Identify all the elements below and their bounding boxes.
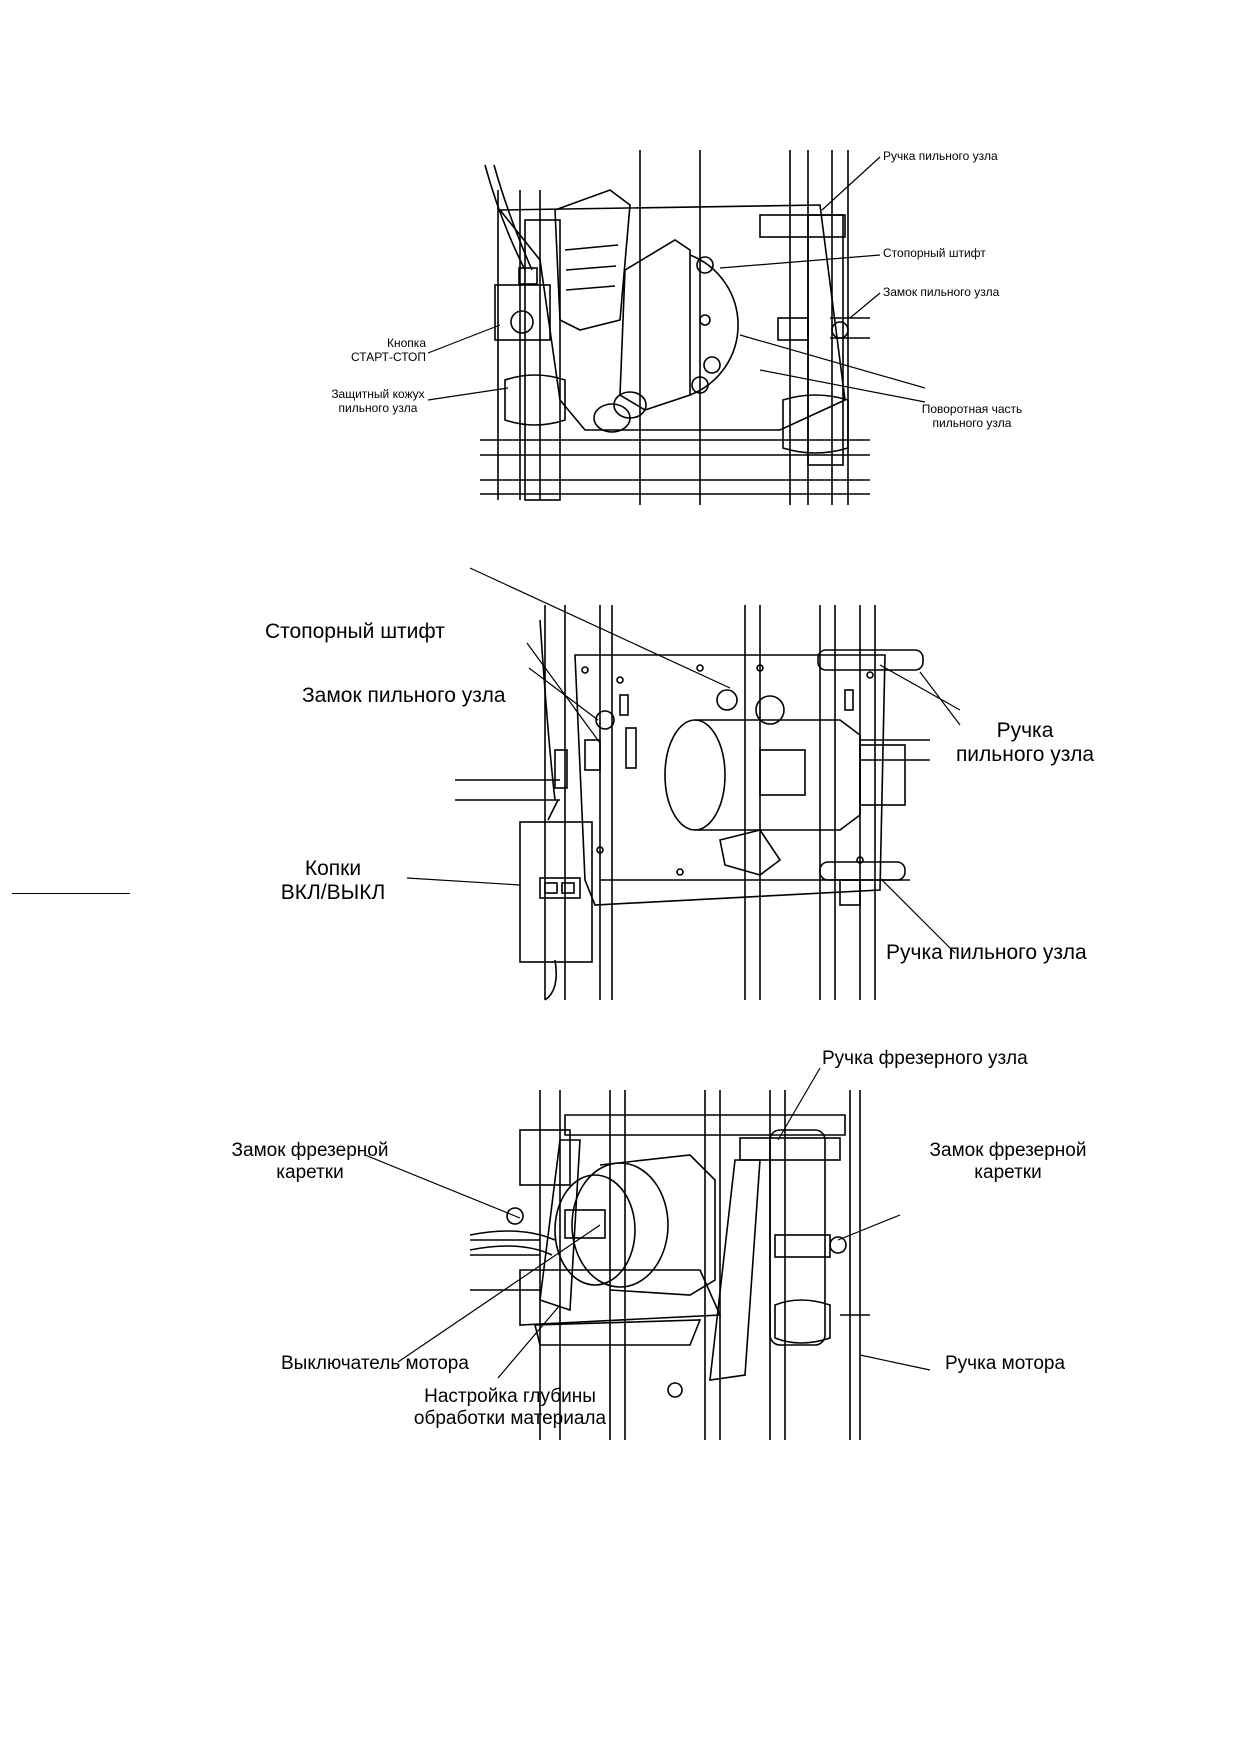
figure-saw-unit-middle: Стопорный штифт Замок пильного узла Ручк… — [0, 560, 1239, 1010]
label-on-off-buttons-line1: Копки — [304, 857, 362, 880]
label-depth-setting-line2: обработки материала — [413, 1407, 607, 1429]
label-locking-pin-2: Стопорный штифт — [265, 620, 445, 643]
label-on-off-buttons: Копки ВКЛ/ВЫКЛ — [268, 857, 398, 905]
label-router-lock-right-line1: Замок фрезерной — [929, 1140, 1087, 1161]
label-saw-handle-top-line2: пильного узла — [955, 743, 1095, 767]
label-saw-lock-2: Замок пильного узла — [302, 684, 506, 707]
label-router-handle: Ручка фрезерного узла — [822, 1048, 1028, 1069]
figure-saw-unit-top: Ручка пильного узла Стопорный штифт Замо… — [0, 0, 1239, 520]
label-router-lock-left-line1: Замок фрезерной — [231, 1140, 389, 1161]
figure-router-unit: Ручка фрезерного узла Замок фрезерной ка… — [0, 1040, 1239, 1460]
label-saw-handle: Ручка пильного узла — [883, 149, 998, 163]
label-depth-setting: Настройка глубины обработки материала — [405, 1386, 615, 1430]
label-saw-handle-top-line1: Ручка — [996, 719, 1054, 742]
label-rotary-part: Поворотная часть пильного узла — [918, 402, 1026, 431]
label-saw-guard: Защитный кожух пильного узла — [326, 387, 430, 416]
label-motor-handle: Ручка мотора — [945, 1353, 1066, 1374]
label-saw-guard-line1: Защитный кожух — [331, 387, 425, 401]
label-saw-handle-bottom: Ручка пильного узла — [886, 941, 1087, 964]
label-rotary-part-line1: Поворотная часть — [921, 402, 1023, 416]
label-on-off-buttons-line2: ВКЛ/ВЫКЛ — [280, 881, 386, 905]
label-router-lock-left-line2: каретки — [276, 1161, 344, 1183]
label-router-lock-right: Замок фрезерной каретки — [920, 1140, 1096, 1184]
label-start-stop-line2: СТАРТ-СТОП — [350, 349, 426, 364]
router-unit-drawing — [364, 1067, 931, 1440]
label-saw-lock: Замок пильного узла — [883, 285, 1000, 299]
label-start-stop: Кнопка СТАРТ-СТОП — [330, 336, 426, 365]
label-locking-pin: Стопорный штифт — [883, 246, 986, 260]
label-saw-guard-line2: пильного узла — [338, 400, 418, 415]
label-rotary-part-line2: пильного узла — [932, 415, 1012, 430]
label-start-stop-line1: Кнопка — [387, 336, 426, 350]
label-saw-handle-top: Ручка пильного узла — [940, 719, 1110, 767]
label-motor-switch: Выключатель мотора — [281, 1353, 469, 1374]
label-router-lock-right-line2: каретки — [974, 1161, 1042, 1183]
saw-unit-drawing-1 — [427, 150, 926, 505]
left-margin-rule — [12, 893, 130, 894]
label-depth-setting-line1: Настройка глубины — [424, 1386, 596, 1407]
label-router-lock-left: Замок фрезерной каретки — [222, 1140, 398, 1184]
saw-unit-drawing-2 — [406, 567, 961, 1001]
